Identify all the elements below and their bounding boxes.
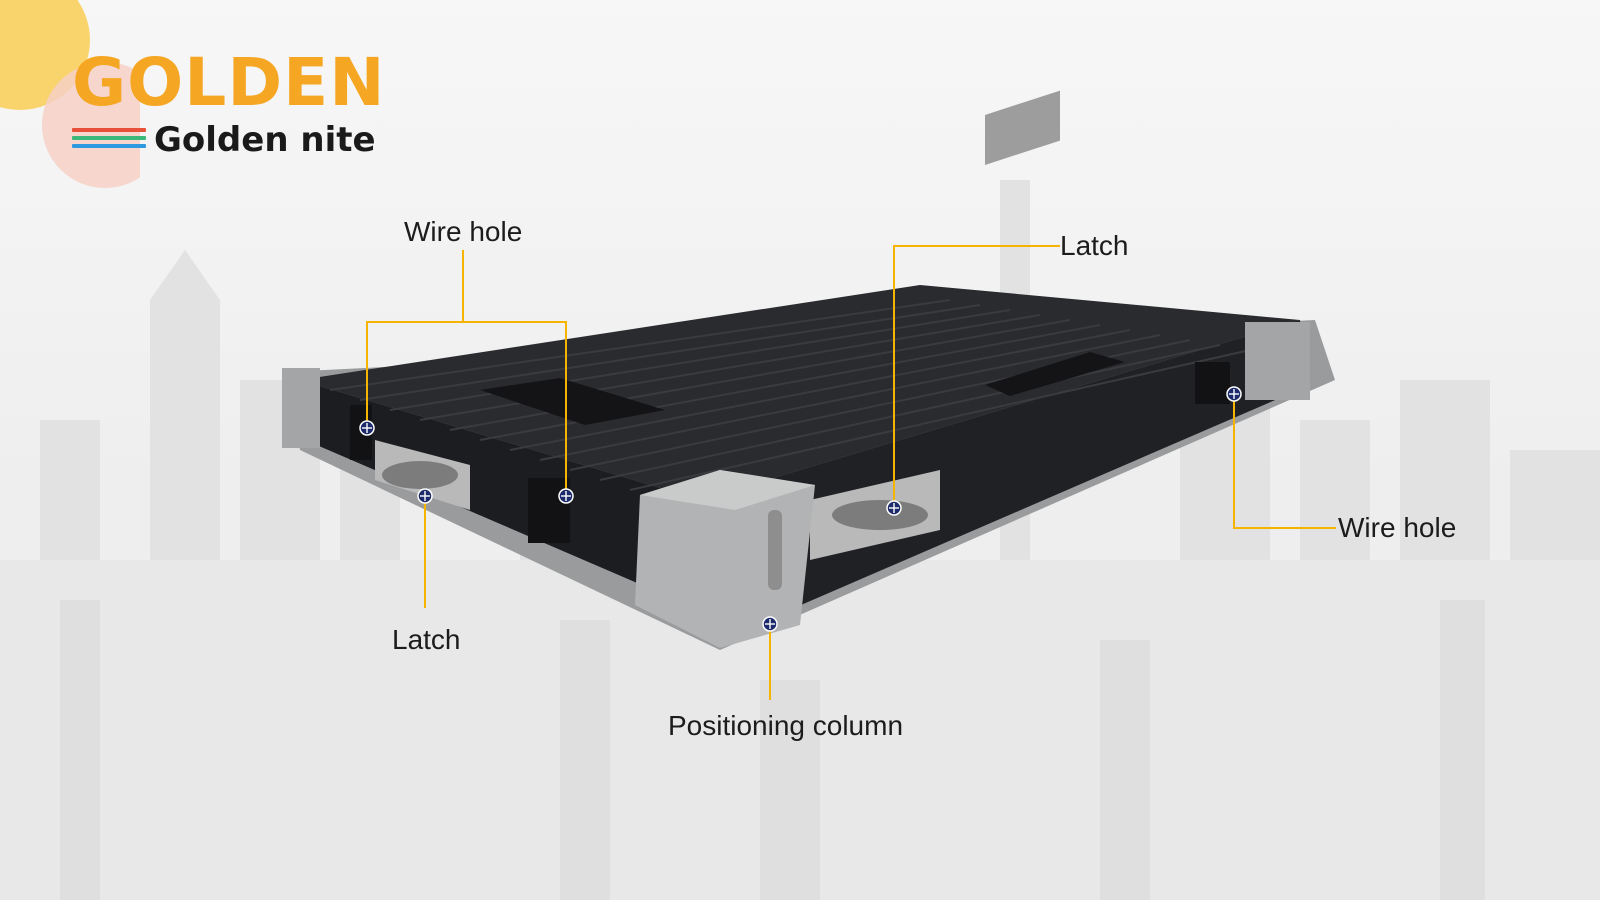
logo-wordmark: GOLDEN: [72, 44, 386, 121]
right-end-plate: [1245, 322, 1310, 400]
callout-wire-hole-top: Wire hole: [404, 216, 523, 247]
cabinet-right-face: [700, 320, 1310, 640]
callout-latch-top: Latch: [1060, 230, 1129, 261]
leader-wire-hole-right: [1233, 394, 1336, 529]
callout-positioning-column: Positioning column: [668, 710, 904, 741]
logo-circles: [0, 0, 140, 188]
corner-slot: [768, 510, 782, 590]
wire-hole-front-slot: [528, 478, 570, 543]
leader-lines: [366, 245, 1336, 700]
power-connector: [985, 90, 1060, 165]
logo-stripe-blue: [72, 144, 146, 148]
wire-hole-right-slot: [1195, 362, 1230, 404]
logo-stripe-red: [72, 128, 146, 132]
marker-crosses: [362, 389, 1239, 629]
logo-stripes: [72, 128, 146, 152]
latch-wheel-left: [382, 461, 458, 489]
leader-latch-top: [893, 245, 1060, 508]
latch-wheel-right: [832, 500, 928, 530]
callout-latch-bottom: Latch: [392, 624, 461, 655]
logo-stripe-green: [72, 136, 146, 140]
leader-wire-hole-top: [366, 250, 464, 428]
leader-wire-hole-top-branch: [463, 321, 567, 496]
corner-block-top: [640, 470, 815, 510]
cabinet-top-panel: [300, 285, 1300, 500]
top-opening: [480, 378, 665, 425]
cabinet-front-face: [300, 380, 700, 610]
callout-wire-hole-right: Wire hole: [1338, 512, 1457, 543]
brand-logo: GOLDEN Golden nite: [0, 0, 420, 200]
logo-brand-name: Golden nite: [154, 120, 376, 160]
left-end-plate: [282, 368, 320, 448]
top-opening-2: [985, 352, 1125, 396]
